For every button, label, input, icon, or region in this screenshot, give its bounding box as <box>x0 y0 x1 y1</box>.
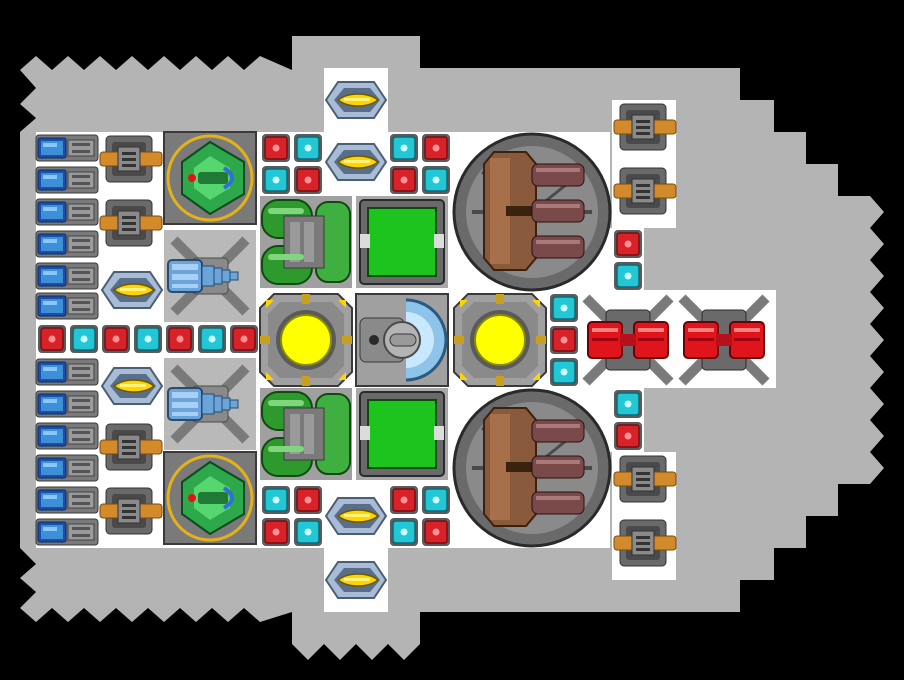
conduit-red[interactable] <box>165 324 195 354</box>
conduit-red[interactable] <box>421 133 451 163</box>
conduit-row <box>37 324 259 354</box>
conduit-cyan[interactable] <box>389 517 419 547</box>
missile-launcher[interactable] <box>325 497 387 535</box>
conduit-cyan[interactable] <box>261 485 291 515</box>
ion-engine[interactable] <box>164 358 256 450</box>
conduit-cyan[interactable] <box>421 485 451 515</box>
armored-cannon[interactable] <box>452 132 612 292</box>
thruster-block[interactable] <box>35 486 99 514</box>
fuel-tank[interactable] <box>259 195 353 289</box>
missile-launcher[interactable] <box>325 143 387 181</box>
thruster-block[interactable] <box>35 358 99 386</box>
conduit-cyan[interactable] <box>389 133 419 163</box>
conduit-red[interactable] <box>261 133 291 163</box>
thruster-block[interactable] <box>35 518 99 546</box>
conduit-cyan[interactable] <box>549 357 579 387</box>
thruster-block[interactable] <box>35 230 99 258</box>
conduit-cyan[interactable] <box>421 165 451 195</box>
conduit-red[interactable] <box>293 485 323 515</box>
thruster-block[interactable] <box>35 422 99 450</box>
conduit-cyan[interactable] <box>69 324 99 354</box>
conduit-red[interactable] <box>293 165 323 195</box>
conduit-cyan[interactable] <box>197 324 227 354</box>
armored-cannon[interactable] <box>452 388 612 548</box>
heavy-thruster[interactable] <box>582 294 674 386</box>
thruster-block[interactable] <box>35 134 99 162</box>
conduit-red[interactable] <box>421 517 451 547</box>
ion-engine[interactable] <box>164 230 256 322</box>
conduit-red[interactable] <box>389 485 419 515</box>
hangar-bay[interactable] <box>162 130 258 226</box>
conduit-red[interactable] <box>37 324 67 354</box>
reactor[interactable] <box>259 293 353 387</box>
thruster-block[interactable] <box>35 198 99 226</box>
storage-block[interactable] <box>355 195 449 289</box>
conduit-cyan[interactable] <box>293 133 323 163</box>
conduit-red[interactable] <box>613 229 643 259</box>
missile-launcher[interactable] <box>325 81 387 119</box>
shield-core[interactable] <box>354 292 450 388</box>
thruster-block[interactable] <box>35 166 99 194</box>
conduit-red[interactable] <box>389 165 419 195</box>
conduit-red[interactable] <box>549 325 579 355</box>
heavy-thruster[interactable] <box>678 294 770 386</box>
thruster-block[interactable] <box>35 390 99 418</box>
thruster-block[interactable] <box>35 454 99 482</box>
conduit-cyan[interactable] <box>293 517 323 547</box>
fuel-tank[interactable] <box>259 387 353 481</box>
conduit-red[interactable] <box>229 324 259 354</box>
conduit-cyan[interactable] <box>613 261 643 291</box>
missile-launcher[interactable] <box>325 561 387 599</box>
conduit-cyan[interactable] <box>613 389 643 419</box>
hangar-bay[interactable] <box>162 450 258 546</box>
thruster-block[interactable] <box>35 262 99 290</box>
missile-launcher[interactable] <box>101 271 163 309</box>
conduit-cyan[interactable] <box>261 165 291 195</box>
conduit-red[interactable] <box>261 517 291 547</box>
conduit-cyan[interactable] <box>133 324 163 354</box>
thruster-block[interactable] <box>35 292 99 320</box>
conduit-red[interactable] <box>101 324 131 354</box>
conduit-red[interactable] <box>613 421 643 451</box>
conduit-cyan[interactable] <box>549 293 579 323</box>
missile-launcher[interactable] <box>101 367 163 405</box>
reactor[interactable] <box>453 293 547 387</box>
storage-block[interactable] <box>355 387 449 481</box>
